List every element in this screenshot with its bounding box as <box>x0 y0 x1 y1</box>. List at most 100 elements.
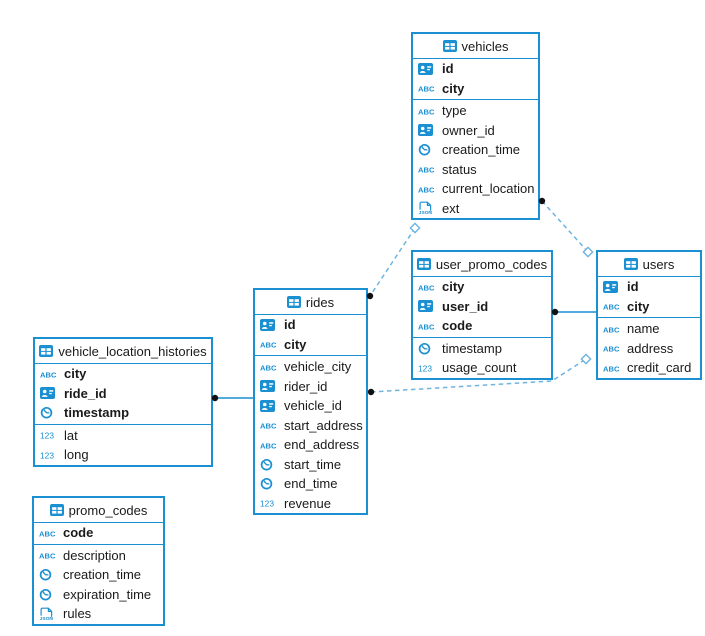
primary-key-divider <box>255 355 366 356</box>
table-header-vehicles[interactable]: vehicles <box>413 34 538 59</box>
clock-icon <box>39 587 58 601</box>
primary-key-divider <box>413 99 538 100</box>
table-icon <box>39 345 54 357</box>
field-row-rides-rider_id[interactable]: rider_id <box>255 377 366 397</box>
primary-key-divider <box>35 423 211 425</box>
table-header-vehicle_location_histories[interactable]: vehicle_location_histories <box>35 339 211 364</box>
abc-type-icon: ABC <box>418 164 437 175</box>
field-row-vehicles-id[interactable]: id <box>413 59 538 79</box>
connector-diamond-marker-vehicles-rides <box>409 222 421 234</box>
abc-type-icon: ABC <box>603 301 622 312</box>
clock-icon <box>260 457 279 471</box>
field-name: end_address <box>284 437 360 453</box>
field-row-vehicles-creation_time[interactable]: creation_time <box>413 140 538 160</box>
svg-text:ABC: ABC <box>418 283 435 292</box>
abc-type-icon: ABC <box>418 106 437 116</box>
abc-type-icon: ABC <box>260 440 279 450</box>
field-row-rides-start_time[interactable]: start_time <box>255 455 366 475</box>
field-row-promo_codes-expiration_time[interactable]: expiration_time <box>34 585 163 605</box>
field-row-rides-revenue[interactable]: 123 revenue <box>255 494 366 514</box>
table-header-users[interactable]: users <box>598 252 700 277</box>
field-name: city <box>442 279 465 295</box>
primary-key-divider <box>598 317 700 318</box>
field-name: description <box>63 547 126 563</box>
svg-text:ABC: ABC <box>40 370 57 379</box>
field-row-user_promo_codes-user_id[interactable]: user_id <box>413 297 551 317</box>
svg-text:ABC: ABC <box>603 303 620 312</box>
abc-type-icon: ABC <box>260 420 279 431</box>
svg-text:123: 123 <box>260 499 274 508</box>
field-name: revenue <box>284 495 331 511</box>
field-row-user_promo_codes-timestamp[interactable]: timestamp <box>413 339 551 359</box>
svg-text:ABC: ABC <box>418 166 435 175</box>
json-type-icon: JSON <box>418 201 437 215</box>
field-row-rides-vehicle_id[interactable]: vehicle_id <box>255 396 366 416</box>
table-header-promo_codes[interactable]: promo_codes <box>34 498 163 523</box>
connector-diamond-marker-vehicles-users <box>582 246 594 258</box>
field-row-rides-vehicle_city[interactable]: ABC vehicle_city <box>255 357 366 377</box>
svg-text:ABC: ABC <box>418 107 435 116</box>
field-name: status <box>442 161 477 177</box>
field-row-vehicle_location_histories-ride_id[interactable]: ride_id <box>35 384 211 404</box>
id-badge-icon <box>40 387 59 400</box>
svg-text:123: 123 <box>418 363 432 372</box>
field-row-users-id[interactable]: id <box>598 277 700 297</box>
field-name: city <box>627 298 650 314</box>
field-row-vehicle_location_histories-timestamp[interactable]: timestamp <box>35 403 211 423</box>
field-name: id <box>442 61 454 77</box>
field-name: id <box>284 317 296 333</box>
abc-type-icon: ABC <box>418 282 437 292</box>
field-name: expiration_time <box>63 586 152 602</box>
field-row-rides-end_address[interactable]: ABC end_address <box>255 435 366 455</box>
field-name: creation_time <box>442 142 521 158</box>
field-name: ride_id <box>64 385 107 401</box>
field-name: rules <box>63 606 92 622</box>
field-row-vehicles-owner_id[interactable]: owner_id <box>413 121 538 141</box>
number-type-icon: 123 <box>40 450 59 459</box>
table-header-user_promo_codes[interactable]: user_promo_codes <box>413 252 551 277</box>
connector-dot-marker-rides-users <box>367 388 375 396</box>
field-row-users-city[interactable]: ABC city <box>598 297 700 317</box>
id-badge-icon <box>418 300 437 313</box>
field-name: end_time <box>284 476 338 492</box>
field-row-promo_codes-creation_time[interactable]: creation_time <box>34 565 163 585</box>
svg-text:ABC: ABC <box>418 322 435 331</box>
table-icon <box>49 504 64 516</box>
abc-type-icon: ABC <box>40 369 59 379</box>
field-row-rides-id[interactable]: id <box>255 315 366 335</box>
field-row-user_promo_codes-city[interactable]: ABC city <box>413 277 551 297</box>
svg-text:ABC: ABC <box>260 363 277 372</box>
clock-icon <box>418 143 437 156</box>
field-name: vehicle_city <box>284 359 352 375</box>
relationship-line-vehicles-rides <box>369 227 416 297</box>
field-row-vehicles-status[interactable]: ABC status <box>413 160 538 180</box>
table-header-rides[interactable]: rides <box>255 290 366 315</box>
number-type-icon: 123 <box>418 363 437 372</box>
field-name: code <box>442 318 473 334</box>
field-row-user_promo_codes-code[interactable]: ABC code <box>413 316 551 336</box>
field-row-rides-end_time[interactable]: end_time <box>255 474 366 494</box>
